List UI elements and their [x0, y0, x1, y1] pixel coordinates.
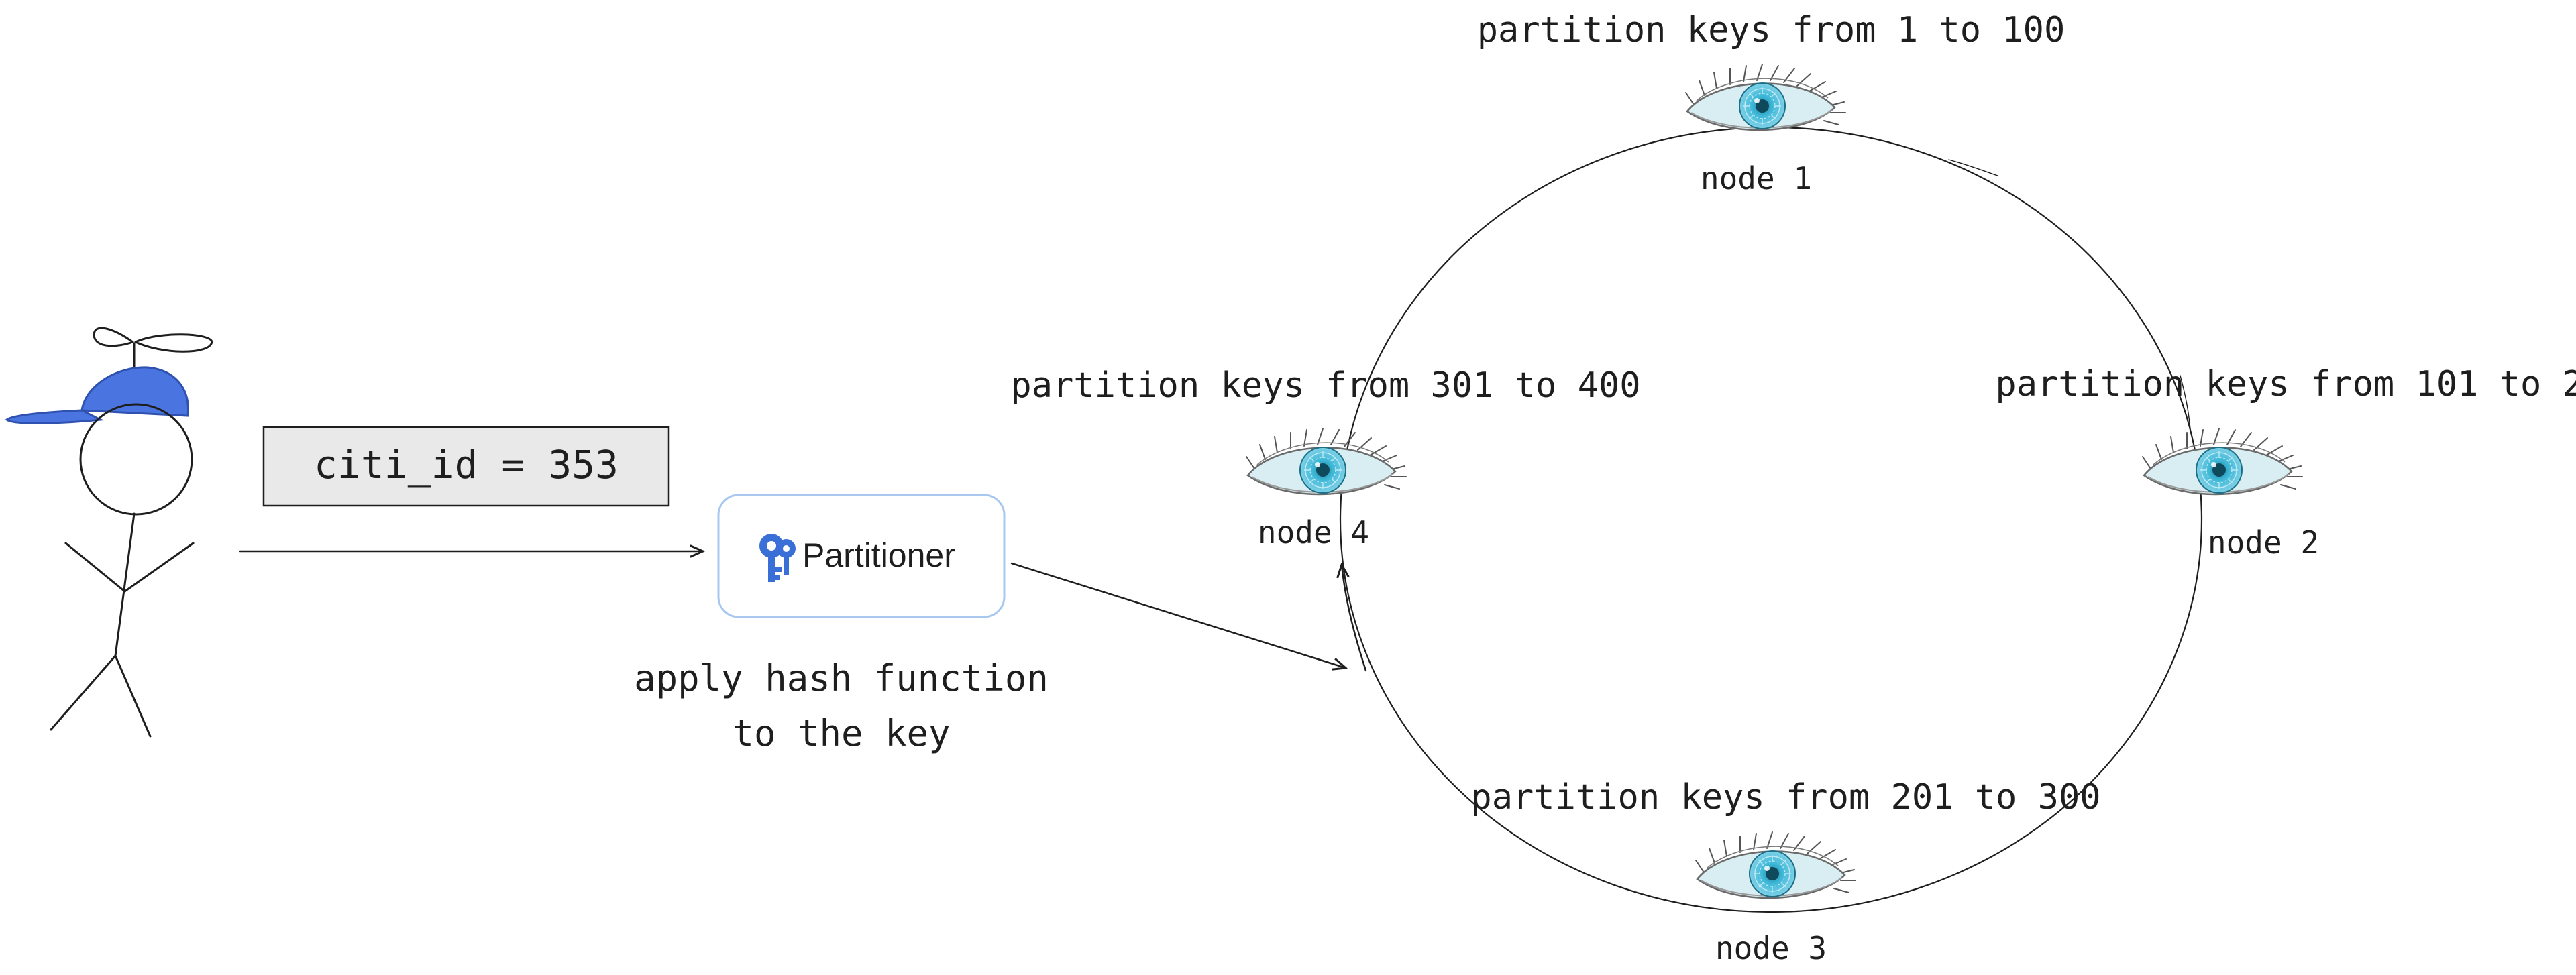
eye-icon — [1245, 427, 1407, 496]
partitioner-caption-line2: to the key — [732, 712, 950, 754]
node-3-range: partition keys from 201 to 300 — [1470, 777, 2100, 817]
node-2[interactable]: partition keys from 101 to 200 node 2 — [1995, 364, 2576, 561]
node-3-label: node 3 — [1715, 930, 1827, 966]
node-4[interactable]: partition keys from 301 to 400 node 4 — [1010, 365, 1640, 551]
node-4-label: node 4 — [1258, 514, 1369, 551]
node-1-range: partition keys from 1 to 100 — [1477, 10, 2065, 50]
node-2-label: node 2 — [2208, 524, 2319, 561]
partitioner-node[interactable]: Partitioner — [717, 494, 1006, 618]
user-figure — [5, 327, 213, 738]
node-2-range: partition keys from 101 to 200 — [1995, 364, 2576, 404]
node-4-range: partition keys from 301 to 400 — [1010, 365, 1640, 406]
hash-arrow — [1010, 562, 1346, 668]
eye-icon — [1684, 63, 1847, 131]
node-1-label: node 1 — [1701, 160, 1812, 196]
key-label-box: citi_id = 353 — [262, 426, 670, 507]
cap-icon — [5, 366, 189, 424]
partitioner-label: Partitioner — [802, 536, 955, 574]
ring-direction-arrow — [1342, 565, 1367, 672]
eye-icon — [1695, 831, 1857, 899]
node-3[interactable]: partition keys from 201 to 300 node 3 — [1470, 777, 2100, 966]
key-label-text: citi_id = 353 — [314, 442, 619, 488]
eye-icon — [2141, 427, 2304, 496]
key-icon — [759, 534, 796, 582]
partitioner-caption-line1: apply hash function — [634, 657, 1049, 699]
node-1[interactable]: partition keys from 1 to 100 node 1 — [1477, 10, 2065, 196]
